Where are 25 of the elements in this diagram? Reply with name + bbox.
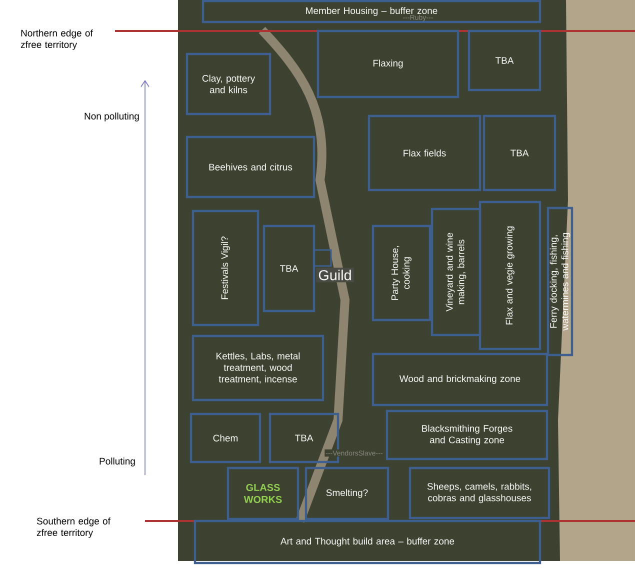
zone-box: TBA [468, 30, 542, 92]
annotation-text: Polluting [100, 458, 135, 466]
zone-box: Art and Thought build area – buffer zone [194, 520, 542, 564]
annotation-text: Non polluting [84, 112, 139, 122]
zone-box: Wood and brickmaking zone [372, 352, 548, 406]
zone-box: Ferry docking, fishing, watermines and fishing [546, 206, 574, 356]
zone-box: Flaxing [316, 30, 460, 98]
zone-box: Chem [190, 412, 262, 464]
zone-box: Sheeps, camels, rabbits, cobras and glasshouses [408, 466, 550, 520]
zone-box: TBA [262, 224, 316, 312]
zone-box: GLASS WORKS [226, 466, 300, 520]
annotation-text: Northern edge of zfree territory [20, 30, 93, 50]
zone-box: Flax and vegie growing [478, 200, 542, 350]
zone-box: Blacksmithing Forges and Casting zone [386, 410, 548, 460]
zone-box: Kettles, Labs, metal treatment, wood treatment, incense [192, 334, 324, 402]
zone-box: Vineyard and wine making, barrels [430, 208, 482, 336]
zone-box: Flax fields [368, 114, 482, 192]
map-label: Guild [316, 268, 354, 282]
zone-box: Party House, cooking [372, 224, 432, 322]
zone-box: TBA [482, 114, 556, 192]
annotation-text: Southern edge of zfree territory [36, 518, 110, 538]
zone-box: Beehives and citrus [186, 136, 316, 198]
zone-box: Festivals Vigil? [192, 210, 260, 326]
zone-box: Clay, pottery and kilns [186, 52, 272, 116]
zone-box: Smelting? [304, 466, 390, 520]
